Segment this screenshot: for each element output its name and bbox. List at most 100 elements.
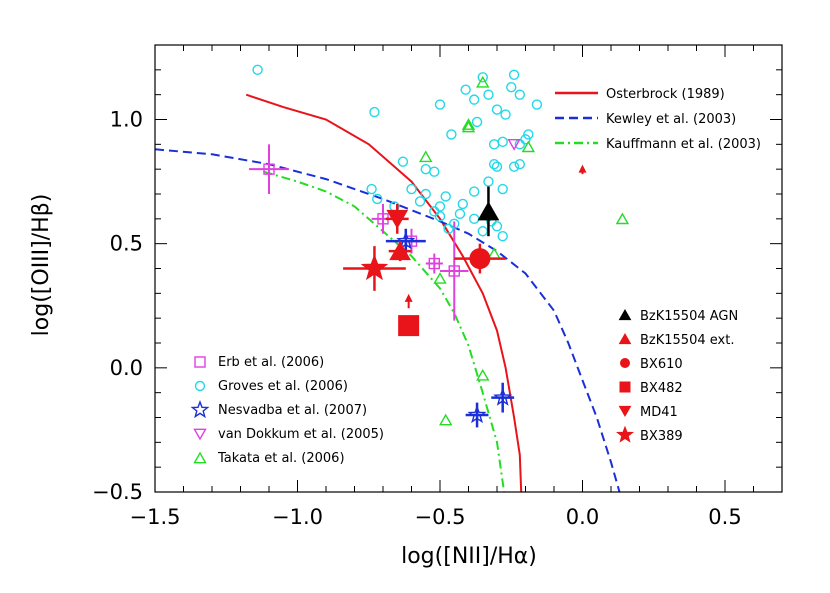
takata-et-al-2006-legend-marker (193, 451, 207, 464)
kauffmann-et-al-2003-curve (263, 170, 506, 492)
bzk15504-agn-series (477, 186, 500, 237)
takata-et-al-2006-point (521, 140, 536, 153)
groves-et-al-2006-point (440, 191, 451, 202)
data-points (249, 64, 630, 428)
groves-et-al-2006-legend-marker (194, 380, 206, 392)
groves-et-al-2006-point (508, 69, 520, 81)
legend-label: Kauffmann et al. (2003) (606, 137, 761, 152)
legend-label: Osterbrock (1989) (606, 87, 725, 102)
bx482-series (398, 315, 420, 337)
bx482-point (398, 315, 420, 337)
groves-et-al-2006-point (497, 136, 508, 148)
groves-et-al-2006-point (491, 161, 503, 172)
arrow-head (404, 293, 413, 302)
groves-et-al-2006-point (491, 104, 503, 115)
legend-label: BX482 (640, 381, 683, 396)
takata-et-al-2006-point (476, 75, 490, 88)
y-tick-label: 0.5 (110, 232, 143, 256)
groves-et-al-2006-point (491, 221, 503, 232)
y-tick-label: 0.0 (110, 356, 143, 380)
groves-et-al-2006-point (497, 183, 508, 195)
groves-et-al-2006-point (420, 188, 431, 200)
groves-et-al-2006-point (469, 94, 480, 105)
groves-et-al-2006-point (469, 186, 480, 197)
groves-et-al-2006-point (520, 134, 531, 145)
y-tick-label: −0.5 (92, 480, 143, 504)
takata-et-al-2006-point (615, 212, 630, 225)
nesvadba-et-al-2007-legend-marker (190, 400, 210, 419)
legend-label: Erb et al. (2006) (218, 355, 324, 370)
groves-et-al-2006-point (500, 109, 511, 120)
groves-et-al-2006-point (449, 218, 460, 230)
bx610-point (469, 248, 491, 270)
bx482-legend-marker (619, 381, 631, 393)
groves-et-al-2006-point (369, 106, 380, 118)
lower-limit-arrow (578, 164, 587, 175)
van-dokkum-et-al-2005-point (507, 138, 521, 151)
arrow-head (578, 164, 587, 173)
groves-et-al-2006-point (497, 231, 508, 242)
groves-et-al-2006-point (506, 82, 517, 93)
x-tick-label: 0.5 (708, 505, 741, 529)
bx610-series (454, 243, 506, 274)
nesvadba-et-al-2007-point (396, 231, 416, 250)
van-dokkum-et-al-2005-series (507, 138, 521, 151)
bx389-legend-marker (616, 425, 634, 443)
x-tick-label: −1.0 (272, 505, 323, 529)
groves-et-al-2006-point (460, 84, 471, 95)
groves-et-al-2006-point (514, 89, 525, 100)
groves-et-al-2006-point (372, 193, 383, 205)
y-tick-label: 1.0 (110, 108, 143, 132)
nesvadba-et-al-2007-series (385, 228, 515, 428)
takata-et-al-2006-point (461, 120, 476, 133)
lower-limit-arrow (404, 293, 413, 309)
groves-et-al-2006-point (434, 211, 446, 222)
groves-et-al-2006-point (454, 208, 466, 220)
groves-et-al-2006-point (457, 198, 468, 210)
groves-et-al-2006-point (366, 183, 377, 195)
md41-series (385, 203, 409, 234)
groves-et-al-2006-point (429, 166, 440, 177)
nesvadba-et-al-2007-point (493, 387, 513, 406)
x-axis-title: log([NII]/Hα) (401, 544, 537, 569)
bzk15504-agn-point (477, 201, 500, 221)
takata-et-al-2006-point (461, 118, 476, 130)
x-tick-label: −1.5 (130, 505, 181, 529)
takata-et-al-2006-point (476, 368, 490, 381)
groves-et-al-2006-point (514, 158, 525, 170)
groves-et-al-2006-point (471, 116, 483, 128)
legend-label: Takata et al. (2006) (217, 451, 345, 466)
groves-et-al-2006-point (523, 129, 534, 140)
legend-label: Groves et al. (2006) (218, 379, 348, 394)
md41-point (386, 209, 409, 229)
x-tick-label: −0.5 (415, 505, 466, 529)
bzk15504-ext-point (389, 241, 411, 261)
legend-label: BX389 (640, 429, 683, 444)
bzk15504-agn-legend-marker (618, 309, 632, 321)
curve-legend: Osterbrock (1989)Kewley et al. (2003)Kau… (555, 87, 761, 152)
groves-et-al-2006-point (477, 72, 488, 83)
takata-et-al-2006-point (438, 413, 453, 426)
legend-label: BzK15504 ext. (640, 333, 734, 348)
groves-et-al-2006-point (508, 161, 520, 172)
legend-label: van Dokkum et al. (2005) (218, 427, 384, 442)
survey-legend: Erb et al. (2006)Groves et al. (2006)Nes… (190, 355, 384, 466)
erb-et-al-2006-point (448, 265, 460, 277)
groves-et-al-2006-point (483, 89, 494, 100)
groves-et-al-2006-point (446, 129, 457, 140)
legend-label: BX610 (640, 357, 683, 372)
axis-tick-labels: −1.5 −1.0 −0.5 0.0 0.5 −0.5 0.0 0.5 1.0 (92, 108, 742, 530)
axis-ticks (154, 44, 783, 493)
x-tick-label: 0.0 (566, 505, 599, 529)
groves-et-al-2006-point (488, 158, 500, 170)
groves-et-al-2006-point (483, 176, 494, 187)
legend-label: MD41 (640, 405, 678, 420)
y-axis-title: log([OIII]/Hβ) (29, 194, 54, 337)
erb-et-al-2006-point (263, 163, 275, 175)
bzk15504-ext-series (388, 241, 412, 262)
groves-et-al-2006-point (434, 99, 446, 110)
legend-label: BzK15504 AGN (640, 309, 738, 324)
bx389-point (360, 254, 389, 281)
